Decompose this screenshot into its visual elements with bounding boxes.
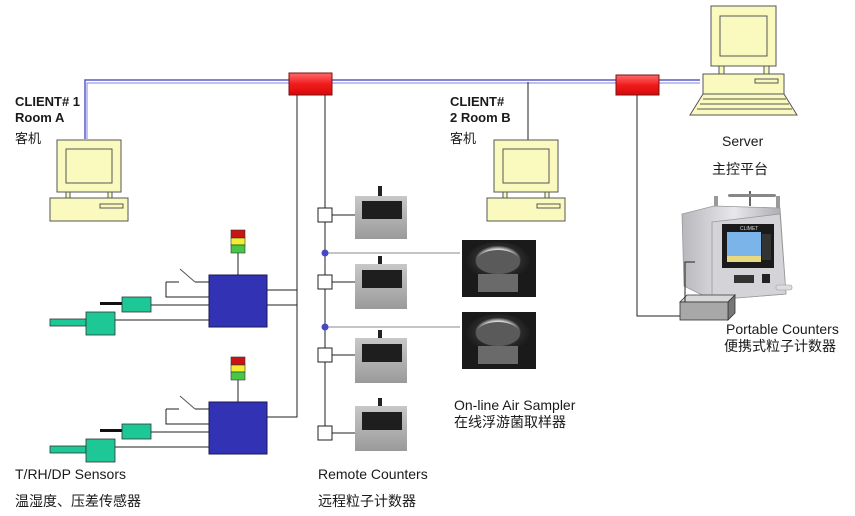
remote-counters-label-cn: 远程粒子计数器 (318, 494, 416, 510)
client1-label-line1: CLIENT# 1 (15, 94, 81, 109)
client1-computer-icon[interactable] (49, 139, 129, 222)
dp-sensor-2[interactable] (49, 438, 116, 463)
th-sensor-1[interactable] (100, 296, 152, 313)
server-label-cn: 主控平台 (712, 162, 768, 178)
portable-brand: CLIMET (740, 226, 758, 232)
portable-link-line (636, 95, 680, 317)
remote-counters-label: Remote Counters (318, 466, 428, 482)
air-sampler-1[interactable] (462, 240, 536, 297)
client2-label-line2: 2 Room B (450, 110, 511, 125)
client2-label-cn: 客机 (450, 132, 477, 147)
portable-label: Portable Counters (726, 321, 839, 337)
remote-counter-4[interactable] (317, 398, 407, 451)
air-sampler-label: On-line Air Sampler (454, 397, 576, 413)
signal-light-1 (230, 229, 246, 254)
dp-sensor-1[interactable] (49, 311, 116, 336)
remote-counter-2[interactable] (317, 256, 407, 309)
portable-counter-device[interactable]: CLIMET (681, 191, 793, 301)
portable-interface-box (679, 261, 736, 321)
air-sampler-label-cn: 在线浮游菌取样器 (454, 415, 566, 431)
th-sensor-2[interactable] (100, 423, 152, 440)
remote-counter-1[interactable] (317, 186, 407, 239)
network-backbone (84, 79, 700, 139)
air-sampler-2[interactable] (462, 312, 536, 369)
sensors-label-cn: 温湿度、压差传感器 (15, 494, 141, 510)
junction-dot (321, 249, 329, 257)
server-label: Server (722, 133, 764, 149)
client1-label-line2: Room A (15, 110, 65, 125)
sensors-label: T/RH/DP Sensors (15, 466, 126, 482)
junction-dot (321, 323, 329, 331)
network-hub-right[interactable] (615, 74, 660, 96)
portable-label-cn: 便携式粒子计数器 (724, 339, 836, 355)
sensor-wiring-1 (114, 268, 209, 321)
client1-label-cn: 客机 (15, 132, 42, 147)
client2-label-line1: CLIENT# (450, 94, 505, 109)
network-hub-left[interactable] (288, 72, 333, 96)
remote-counter-bus (296, 95, 460, 433)
sensor-controller-1[interactable] (208, 253, 298, 340)
remote-counter-3[interactable] (317, 330, 407, 383)
signal-light-2 (230, 356, 246, 381)
sensor-controller-2[interactable] (208, 290, 298, 455)
server-computer-icon[interactable] (689, 5, 798, 116)
client2-computer-icon[interactable] (486, 139, 566, 222)
sensor-wiring-2 (114, 395, 209, 448)
